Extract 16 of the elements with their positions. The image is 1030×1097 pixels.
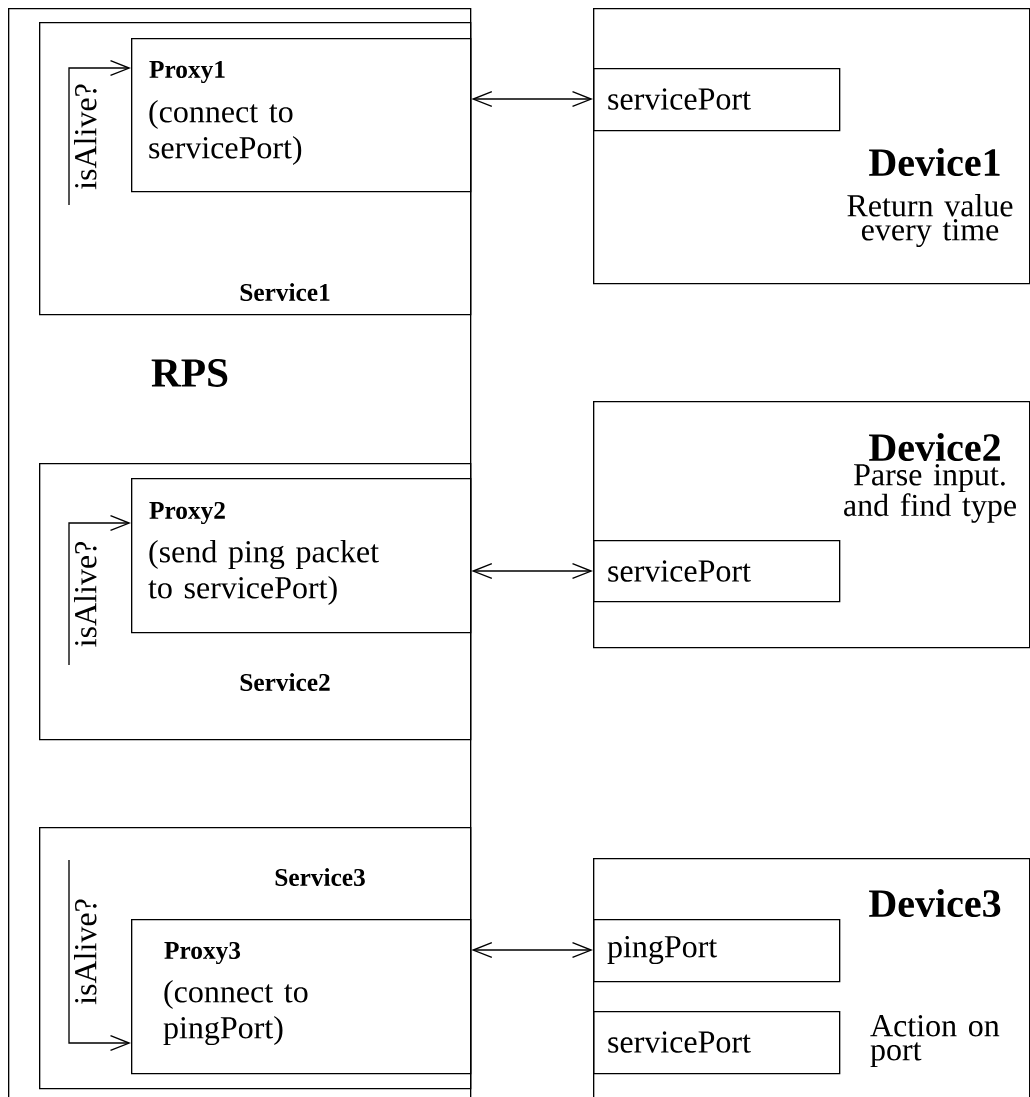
arrow: [471, 563, 593, 579]
proxy-box: Proxy1 (connect to servicePort): [131, 38, 472, 193]
port-box: servicePort: [593, 540, 841, 603]
arrow: [68, 859, 131, 1051]
port-box: servicePort: [593, 68, 841, 132]
edge-label: isAlive?: [74, 899, 97, 1005]
proxy-box: Proxy2 (send ping packet to servicePort): [131, 478, 472, 634]
port-box: servicePort: [593, 1011, 841, 1075]
edge-label: isAlive?: [74, 542, 97, 647]
edge-label: isAlive?: [74, 84, 97, 190]
arrow: [68, 60, 131, 206]
arrow: [471, 942, 593, 958]
proxy-box: Proxy3 (connect to pingPort): [131, 919, 472, 1075]
arrow: [471, 91, 593, 107]
arrow: [68, 515, 131, 666]
port-box: pingPort: [593, 919, 841, 983]
